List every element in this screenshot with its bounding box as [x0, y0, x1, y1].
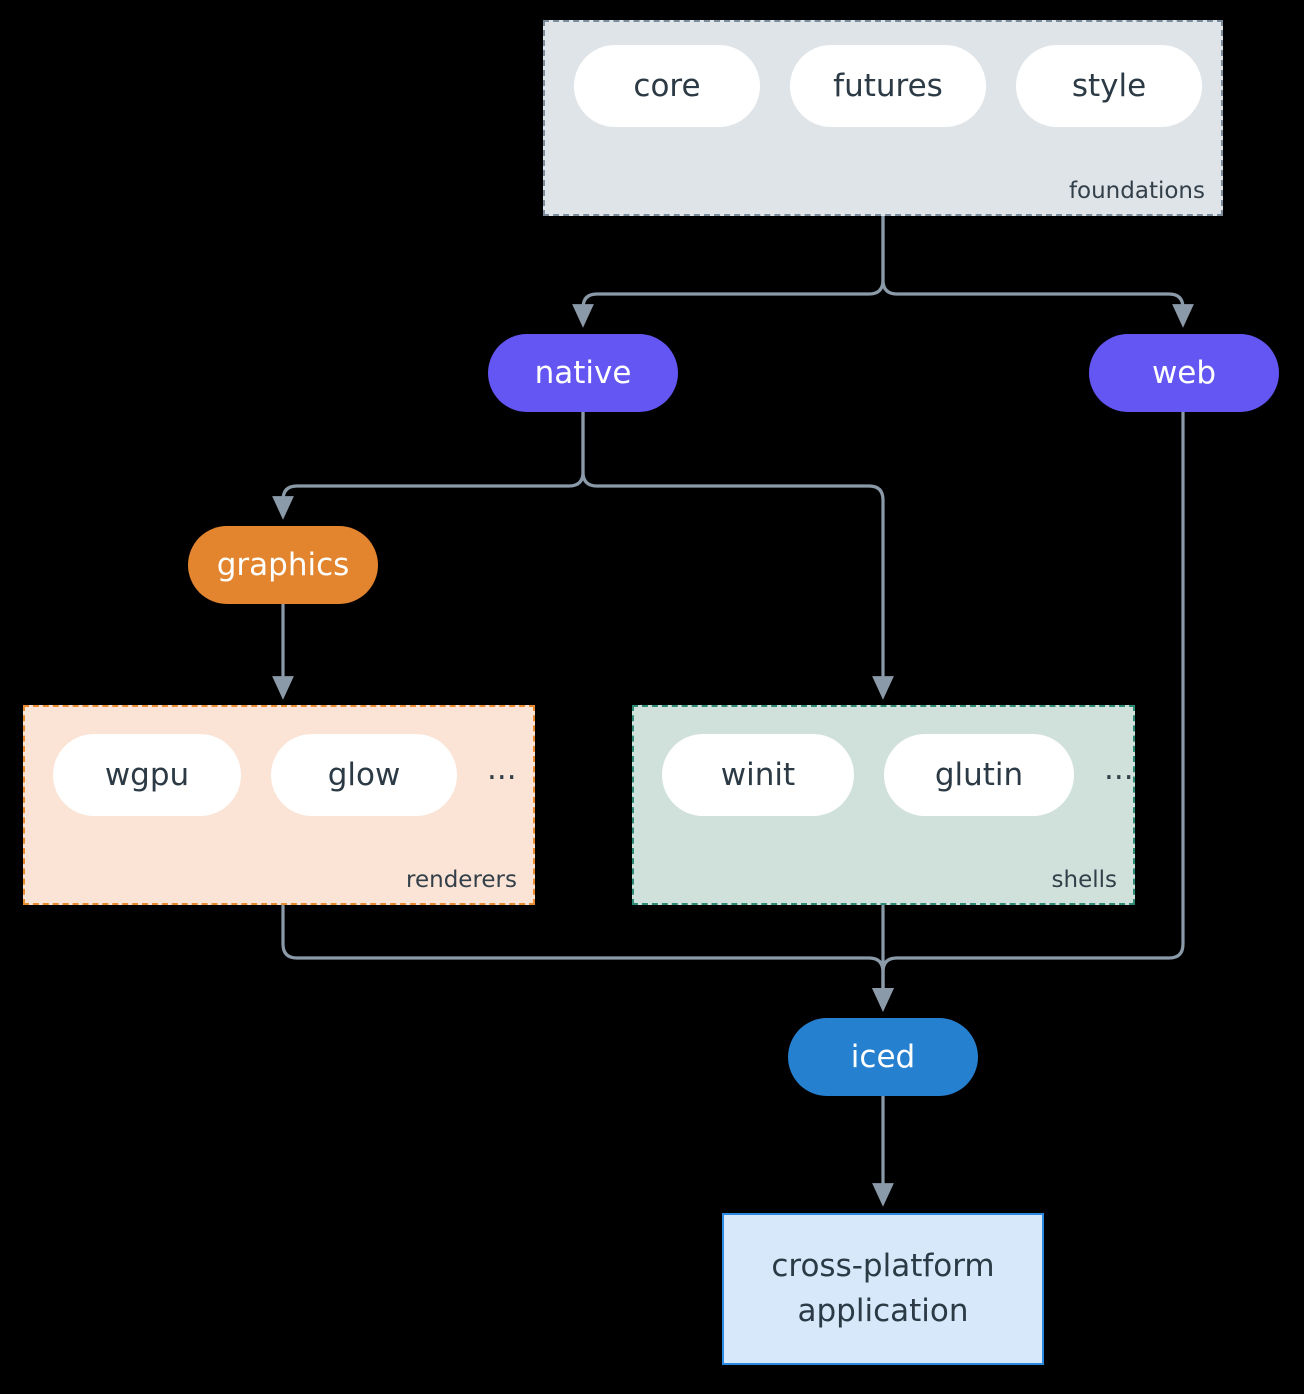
node-core[interactable]: core: [574, 45, 760, 127]
node-style[interactable]: style: [1016, 45, 1202, 127]
group-label-foundations: foundations: [1068, 178, 1205, 204]
node-glow[interactable]: glow: [271, 734, 457, 816]
node-iced[interactable]: iced: [788, 1018, 978, 1096]
node-wgpu[interactable]: wgpu: [53, 734, 241, 816]
edge-foundations-native: [572, 214, 885, 328]
group-foundations: core futures style foundations: [543, 20, 1223, 216]
application-line-1: cross-platform: [771, 1248, 995, 1285]
application-line-2: application: [797, 1293, 969, 1329]
node-native[interactable]: native: [488, 334, 678, 412]
renderers-ellipsis: ...: [487, 750, 517, 787]
edge-native-shells: [581, 410, 894, 700]
group-shells-items: winit glutin ...: [662, 734, 1134, 816]
shells-ellipsis: ...: [1104, 750, 1134, 787]
node-winit[interactable]: winit: [662, 734, 854, 816]
edge-foundations-web: [881, 214, 1194, 328]
edge-native-graphics: [272, 410, 585, 520]
node-cross-platform-application[interactable]: cross-platform application: [722, 1213, 1044, 1365]
group-renderers: wgpu glow ... renderers: [23, 705, 535, 905]
node-glutin[interactable]: glutin: [884, 734, 1074, 816]
node-futures[interactable]: futures: [790, 45, 986, 127]
edge-renderers-iced: [281, 904, 894, 1012]
group-foundations-items: core futures style: [574, 45, 1202, 127]
node-graphics[interactable]: graphics: [188, 526, 378, 604]
group-label-renderers: renderers: [406, 867, 517, 893]
group-shells: winit glutin ... shells: [632, 705, 1135, 905]
node-web[interactable]: web: [1089, 334, 1279, 412]
group-renderers-items: wgpu glow ...: [53, 734, 517, 816]
group-label-shells: shells: [1051, 867, 1117, 893]
